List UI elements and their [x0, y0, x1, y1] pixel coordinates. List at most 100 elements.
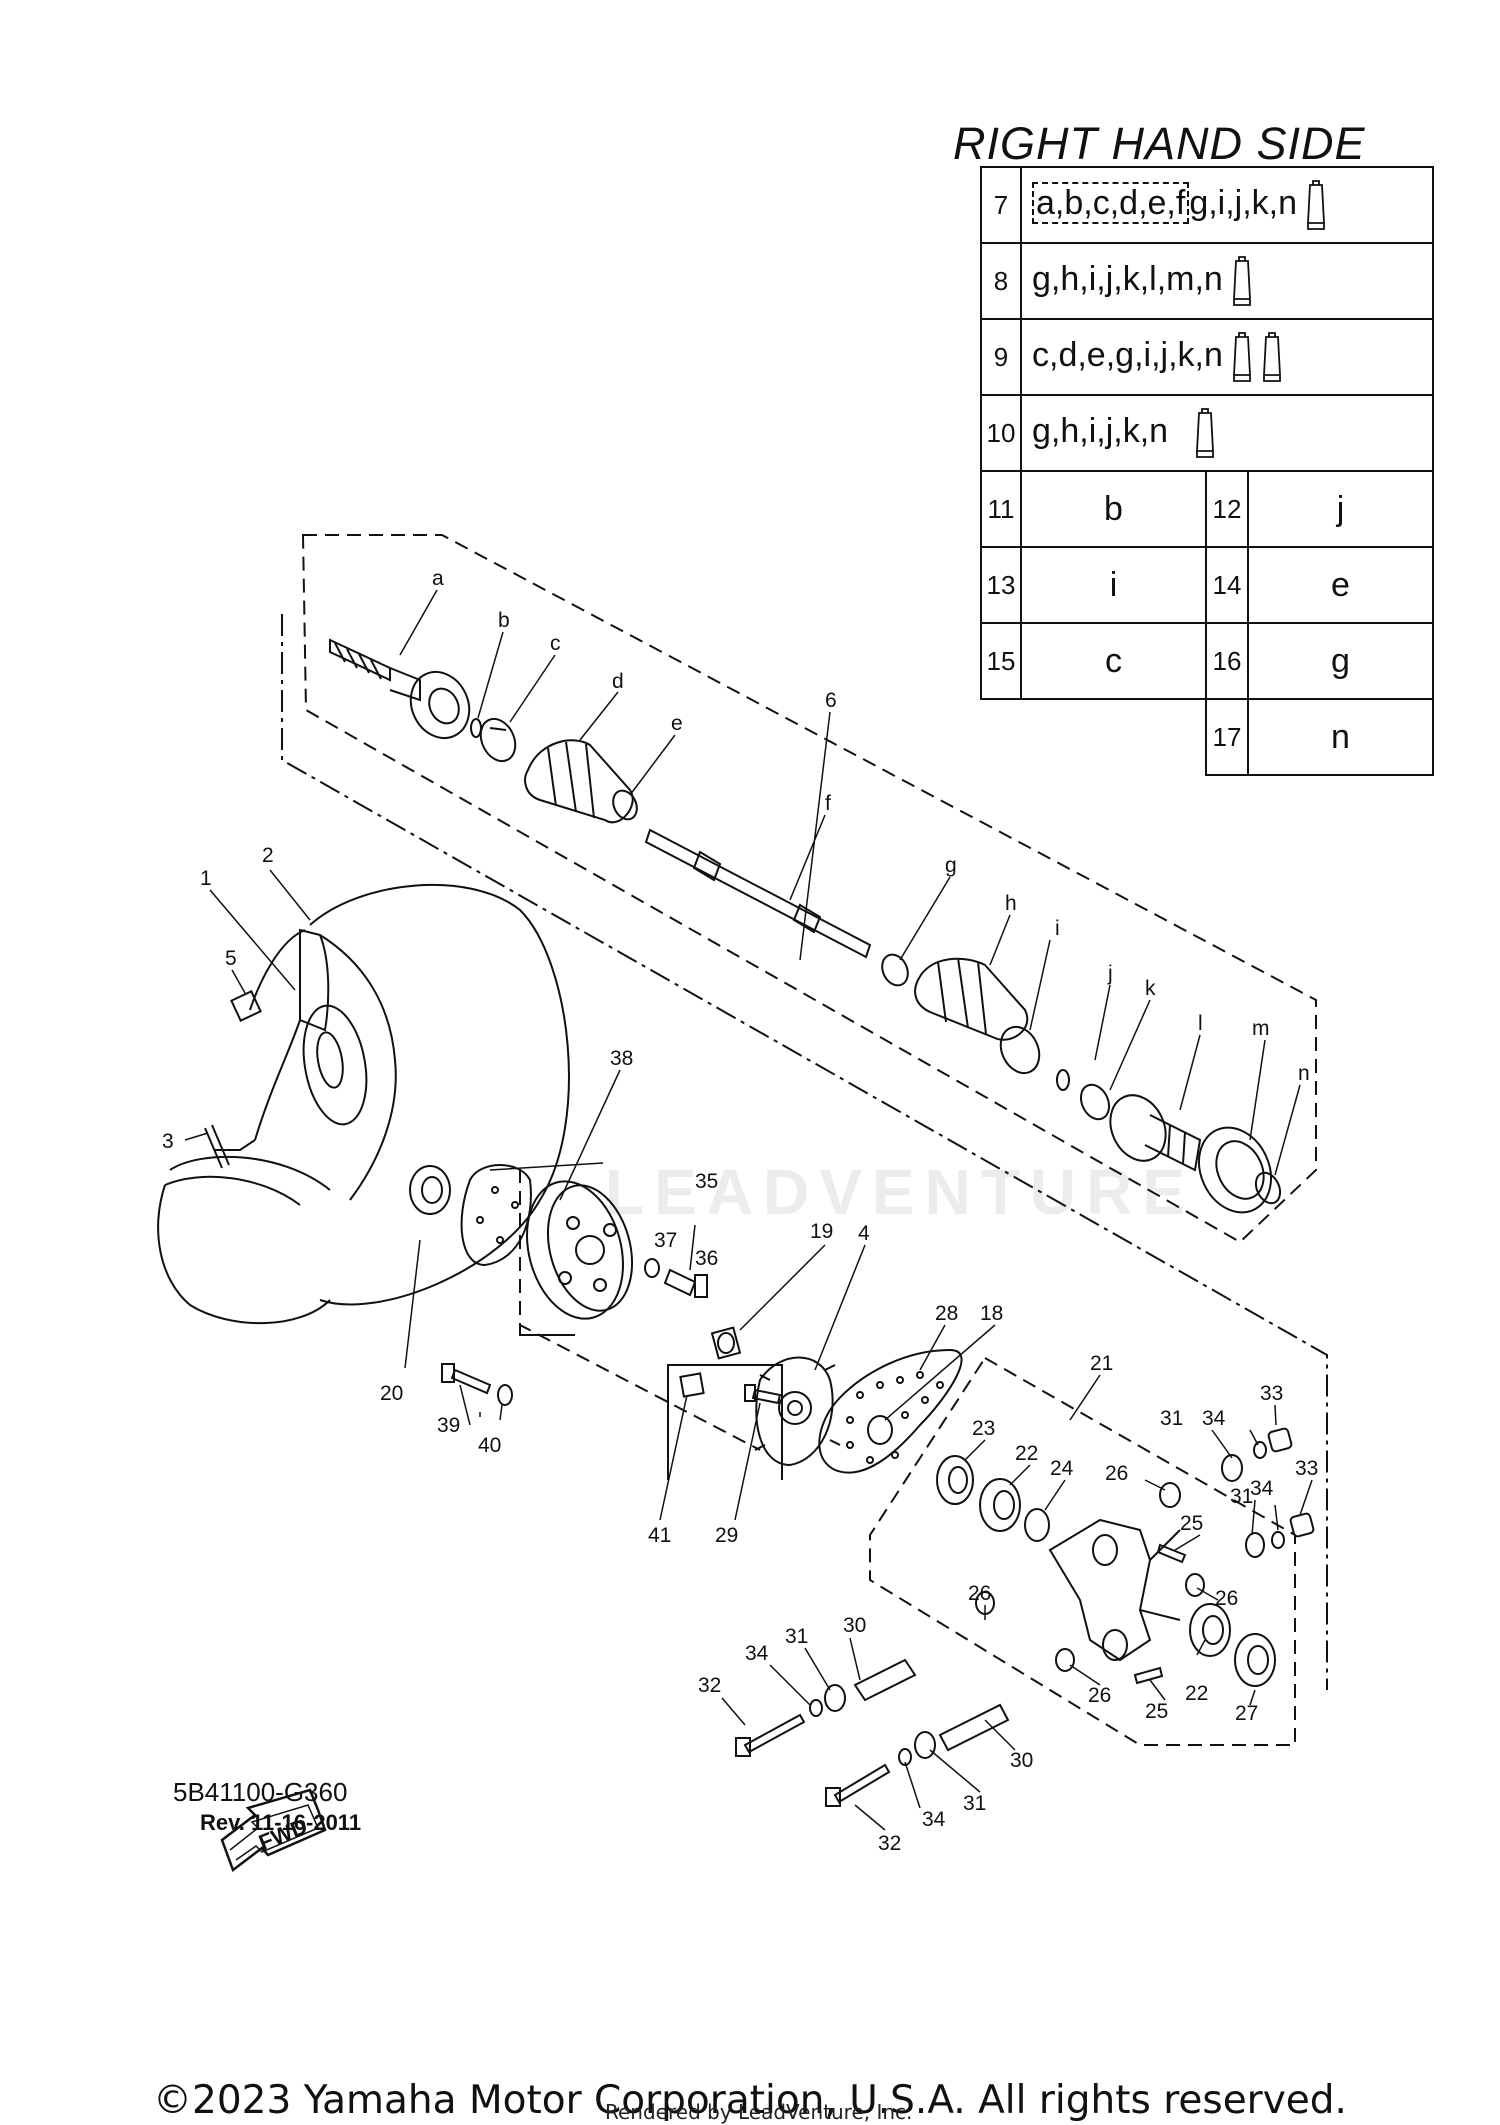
- table-title: RIGHT HAND SIDE: [953, 118, 1366, 169]
- callout-c: c: [550, 632, 561, 655]
- callout-41: 41: [648, 1524, 671, 1547]
- table-row: 11 b 12 j: [980, 470, 1434, 548]
- row-codes: c,d,e,g,i,j,k,n: [1032, 335, 1223, 374]
- callout-35: 35: [695, 1170, 718, 1193]
- pair-value: i: [1020, 546, 1207, 624]
- pair-num: 12: [1204, 470, 1250, 548]
- row-num: 10: [980, 394, 1022, 472]
- washer-31b: [1245, 1532, 1265, 1558]
- callout-j: j: [1107, 962, 1113, 985]
- callout-30b: 30: [1010, 1749, 1033, 1772]
- seal-m: [1198, 1126, 1272, 1214]
- bolt-36: [663, 1268, 708, 1298]
- callout-34a: 34: [1202, 1407, 1226, 1430]
- callout-18: 18: [980, 1302, 1003, 1325]
- callout-21: 21: [1090, 1352, 1113, 1375]
- table-row: 15 c 16 g: [980, 622, 1434, 700]
- sleeve-30b: [938, 1703, 1010, 1752]
- callout-36: 36: [695, 1247, 718, 1270]
- callout-25b: 25: [1145, 1700, 1168, 1723]
- hub-35: [526, 1180, 634, 1320]
- pair-num: 11: [980, 470, 1022, 548]
- bushing-26a: [1159, 1482, 1181, 1508]
- bearing-20: [409, 1165, 451, 1215]
- pair-num: 13: [980, 546, 1022, 624]
- lug-nut-5: [230, 990, 262, 1022]
- nut-41: [679, 1372, 705, 1398]
- band-e: [612, 789, 638, 821]
- nut-19: [710, 1326, 742, 1360]
- knuckle: [1048, 1518, 1181, 1662]
- spacer-38: [460, 1164, 532, 1267]
- nut-33a: [1267, 1427, 1293, 1453]
- pair-num: 17: [1204, 698, 1250, 776]
- callout-30a: 30: [843, 1614, 866, 1637]
- washer-31d: [914, 1731, 936, 1759]
- pair-value: g: [1247, 622, 1434, 700]
- boot-d: [524, 739, 634, 824]
- outboard-joint-l: [1109, 1094, 1202, 1172]
- table-row: 13 i 14 e: [980, 546, 1434, 624]
- callout-3: 3: [162, 1130, 174, 1153]
- table-row: 9 c,d,e,g,i,j,k,n: [980, 318, 1434, 396]
- bolt-32a: [735, 1713, 806, 1757]
- band-c: [479, 717, 517, 763]
- fitting-25b: [1133, 1666, 1164, 1685]
- pair-value: e: [1247, 546, 1434, 624]
- brake-disc-28: [818, 1348, 963, 1474]
- pair-num: 14: [1204, 546, 1250, 624]
- row-codes: g,h,i,j,k,l,m,n: [1032, 259, 1223, 298]
- callout-i: i: [1055, 917, 1060, 940]
- callout-27: 27: [1235, 1702, 1258, 1725]
- hub-disc: [302, 1004, 368, 1126]
- callout-d: d: [612, 670, 624, 693]
- valve-3: [204, 1124, 230, 1169]
- grease-tube-icon: [1307, 180, 1325, 230]
- callout-24: 24: [1050, 1457, 1074, 1480]
- watermark: LEADVENTURE: [605, 1156, 1196, 1228]
- pair-value: n: [1247, 698, 1434, 776]
- circlip-b: [470, 718, 482, 738]
- knuckle-assembly-box: [869, 1356, 1296, 1746]
- callout-6: 6: [825, 689, 837, 712]
- bolt-39: [441, 1363, 492, 1395]
- callout-f: f: [825, 792, 831, 815]
- copyright-footer: ©2023 Yamaha Motor Corporation, U.S.A. A…: [153, 2078, 1347, 2123]
- bushing-26b: [1185, 1573, 1205, 1597]
- empty-cell: [1021, 699, 1206, 775]
- empty-cell: [981, 699, 1021, 775]
- lower-hub-bracket: [519, 1325, 575, 1336]
- callout-28: 28: [935, 1302, 958, 1325]
- callout-h: h: [1005, 892, 1017, 915]
- callout-31d: 31: [963, 1792, 986, 1815]
- seal-27: [1234, 1633, 1276, 1687]
- grease-tube-icon: [1232, 332, 1251, 382]
- grease-tube-icon: [1196, 408, 1215, 458]
- washer-40: [497, 1384, 513, 1406]
- washer-34b: [1271, 1531, 1285, 1549]
- washer-34d: [898, 1748, 912, 1766]
- bolt-29: [744, 1384, 782, 1405]
- callout-23: 23: [972, 1417, 995, 1440]
- row-num: 7: [980, 166, 1022, 244]
- callout-22a: 22: [1015, 1442, 1038, 1465]
- callout-m: m: [1252, 1017, 1270, 1040]
- leaders: [184, 589, 1313, 1831]
- washer-31a: [1221, 1454, 1243, 1482]
- hub-4: [754, 1356, 841, 1467]
- seal-24: [1024, 1508, 1050, 1542]
- bolt-bracket: [667, 1364, 783, 1480]
- callout-33a: 33: [1260, 1382, 1283, 1405]
- pair-num: 16: [1204, 622, 1250, 700]
- callout-31b: 31: [1230, 1485, 1253, 1508]
- diagram-ref-code: 5B41100-G360: [173, 1777, 348, 1807]
- callout-g: g: [945, 854, 957, 877]
- pair-value: b: [1020, 470, 1207, 548]
- circlip-j: [1056, 1069, 1070, 1091]
- callout-32a: 32: [698, 1674, 721, 1697]
- shaft-assembly-box: [301, 534, 1317, 1244]
- callout-33b: 33: [1295, 1457, 1318, 1480]
